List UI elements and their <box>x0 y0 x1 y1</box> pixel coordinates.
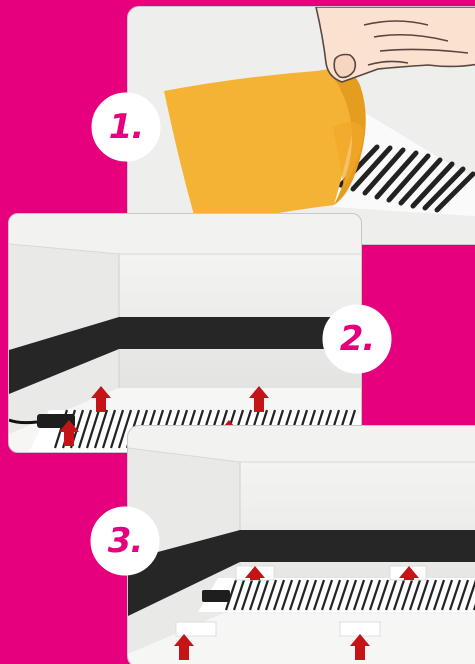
heating-mat-with-tape-illustration <box>128 426 475 664</box>
step-number: 1. <box>89 90 163 164</box>
step-3-badge: 3. <box>88 504 162 578</box>
step-number: 3. <box>88 504 162 578</box>
step-number: 2. <box>320 302 394 376</box>
step-1-badge: 1. <box>89 90 163 164</box>
place-heating-mat-illustration <box>9 214 361 452</box>
step-1-panel <box>127 6 475 245</box>
peel-backing-sheet-illustration <box>128 7 475 244</box>
step-2-panel <box>8 213 362 453</box>
wall-band <box>240 530 475 562</box>
step-3-panel <box>127 425 475 664</box>
connector-box <box>202 590 230 602</box>
backing-sheet <box>164 67 355 229</box>
step-2-badge: 2. <box>320 302 394 376</box>
